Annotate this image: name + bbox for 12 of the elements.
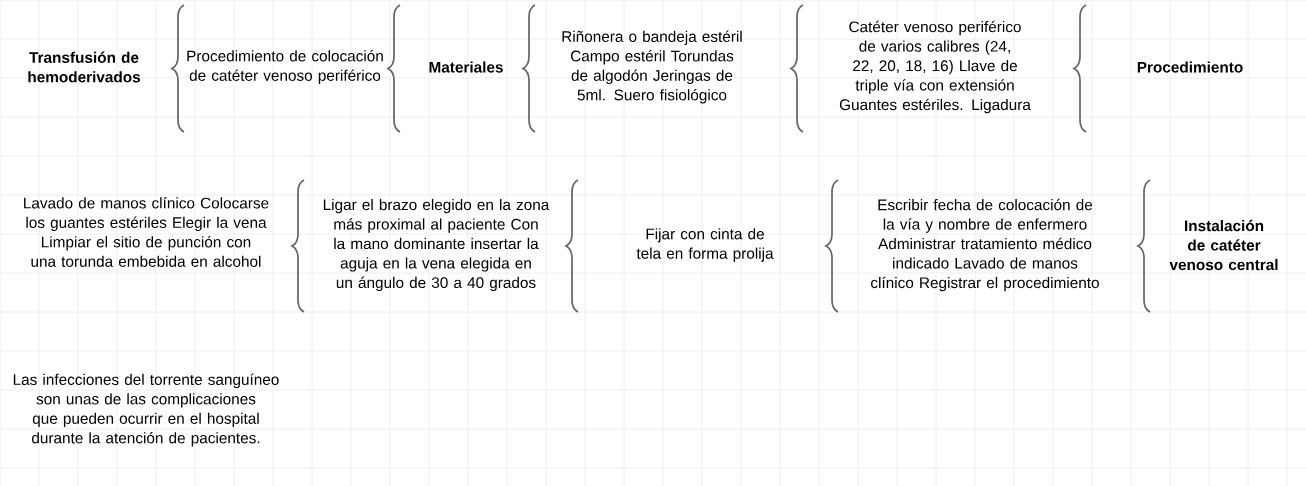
body-text: Procedimiento de colocación de catéter venoso periférico	[187, 50, 383, 84]
heading-text: Transfusión de hemoderivados	[28, 51, 141, 83]
body-text: Catéter venoso periférico de varios calibres (24, 22, 20, 18, 16) Llave de triple vía con extensión Guantes estériles. Ligadura	[839, 20, 1031, 114]
body-text: Lavado de manos clínico Colocarse los guantes estériles Elegir la vena Limpiar el sitio de punción con una torunda embebida en alcohol	[24, 197, 269, 267]
heading-text: Materiales	[429, 61, 503, 73]
body-text: Ligar el brazo elegido en la zona más proximal al paciente Con la mano dominante insertar la aguja en la vena elegida en un ángulo de 30 a 40 grados	[323, 198, 550, 292]
body-text: Escribir fecha de colocación de la vía y nombre de enfermero Administrar tratamiento médico indicado Lavado de manos clínico Registrar el procedimiento	[871, 198, 1099, 292]
heading-text: Instalación de catéter venoso central	[1169, 219, 1278, 271]
body-text: Las infecciones del torrente sanguíneo son unas de las complicaciones que pueden ocurrir en el hospital durante la atención de pacientes.	[13, 373, 279, 447]
body-text: Riñonera o bandeja estéril Campo estéril Torundas de algodón Jeringas de 5ml. Suero fisiológico	[562, 30, 742, 104]
body-text: Fijar con cinta de tela en forma prolija	[636, 228, 774, 262]
heading-text: Procedimiento	[1137, 61, 1243, 73]
